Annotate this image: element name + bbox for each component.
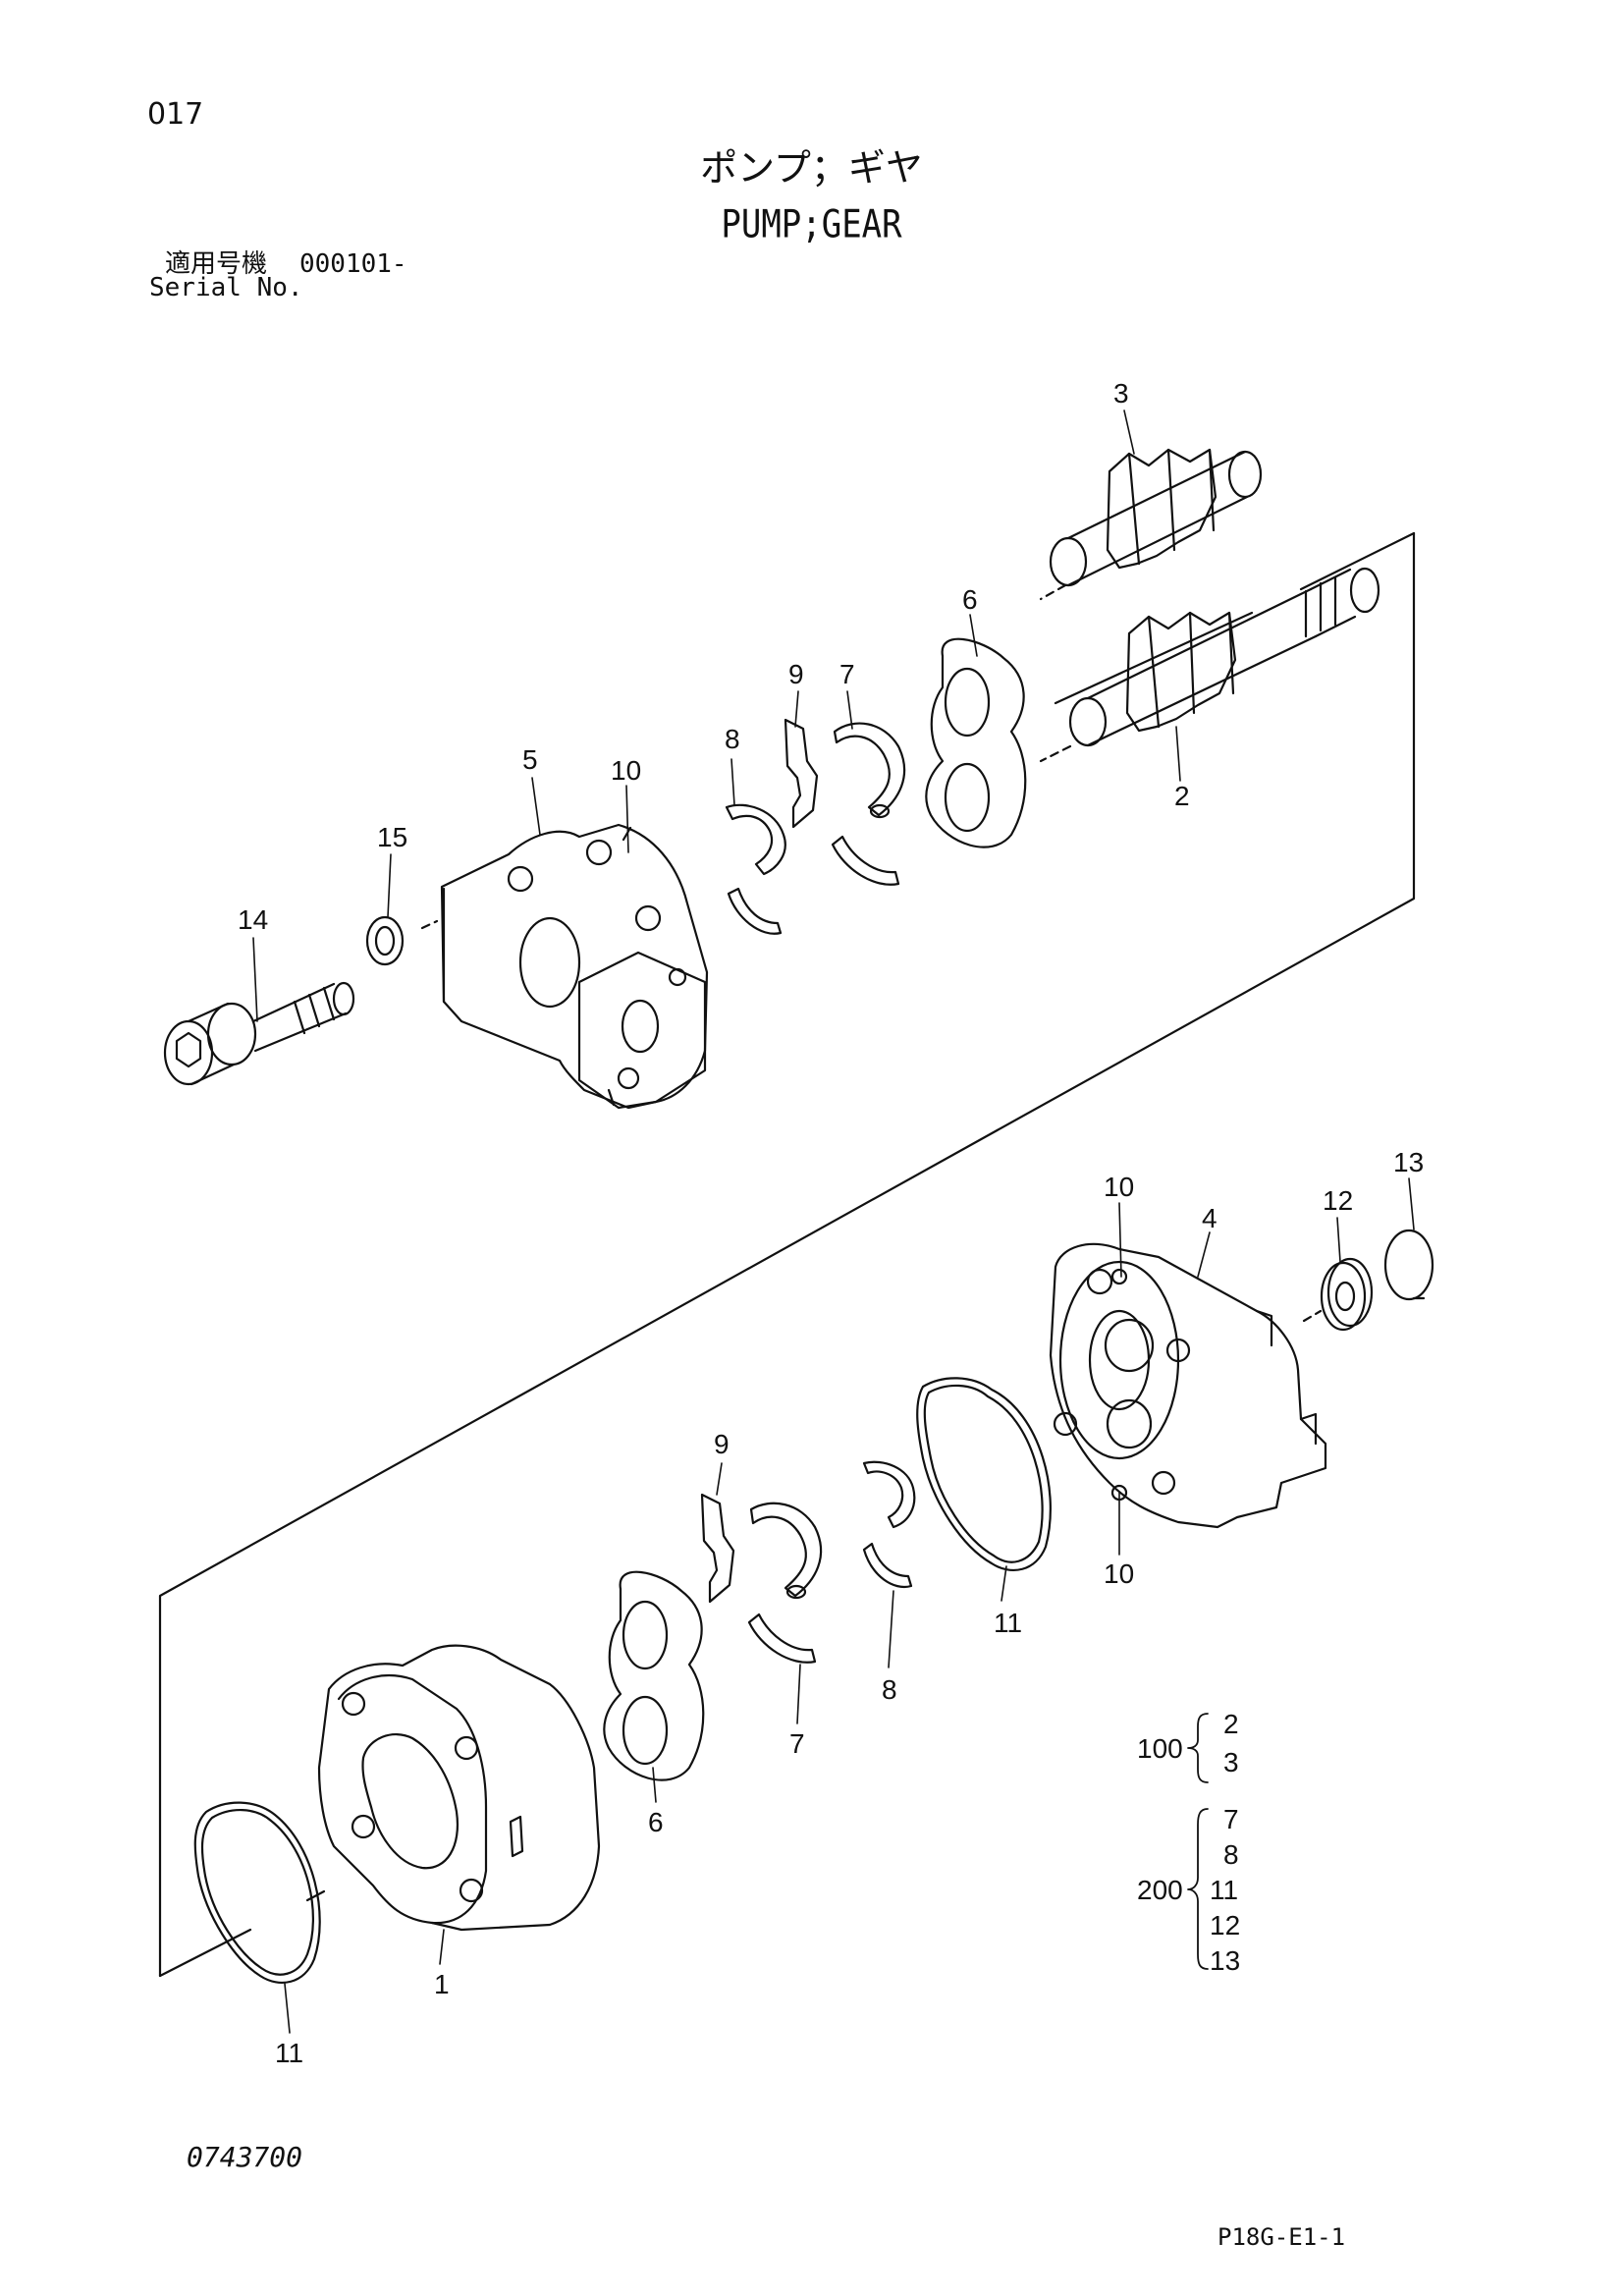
front-cover-part-5 [440, 823, 709, 1110]
callout-label: 2 [1174, 781, 1190, 811]
callout-label: 5 [522, 744, 538, 775]
backup-ring-part-8 [725, 803, 786, 935]
assembly-frame-line [1299, 531, 1416, 591]
bushing-plate-part-6 [925, 637, 1027, 848]
page-number: 017 [147, 97, 204, 132]
seal-part-7 [747, 1502, 823, 1664]
callout-label: 9 [788, 659, 804, 689]
serial-label-english: Serial No. [149, 273, 303, 302]
callout-label: 10 [1104, 1172, 1134, 1202]
assembly-frame-line [158, 531, 1416, 1978]
rear-cover-part-4 [1049, 1242, 1327, 1529]
bearing-part-12 [1320, 1257, 1374, 1332]
callout-labels: 3 6 9 7 8 2 5 10 15 14 13 10 12 4 9 11 1… [238, 378, 1424, 2068]
callout-label: 7 [789, 1728, 805, 1759]
callout-label: 9 [714, 1429, 730, 1459]
callout-label: 11 [275, 2038, 303, 2068]
washer-part-15 [365, 915, 405, 966]
seal-part-7 [831, 722, 906, 886]
callout-label: 6 [648, 1807, 664, 1837]
bolt-part-14 [163, 919, 439, 1086]
document-number: 0743700 [187, 2141, 303, 2173]
gear-shaft-part-2 [1039, 567, 1380, 763]
kit-legend: 100 2 3 200 7 8 11 12 13 [1137, 1709, 1240, 1976]
page-title-japanese: ポンプ；ギヤ [700, 146, 923, 190]
kit-item: 12 [1210, 1910, 1240, 1941]
kit-brace [1187, 1808, 1209, 1970]
kit-item: 2 [1223, 1709, 1239, 1739]
kit-number: 100 [1137, 1733, 1183, 1764]
kit-item: 8 [1223, 1839, 1239, 1870]
plate-part-9 [784, 718, 819, 829]
callout-label: 6 [962, 584, 978, 615]
callout-label: 8 [882, 1674, 897, 1705]
callout-label: 11 [994, 1608, 1022, 1638]
serial-label-japanese: 適用号機 [165, 249, 268, 279]
callout-label: 4 [1202, 1203, 1217, 1233]
gear-shaft-part-3 [1039, 448, 1263, 601]
callout-label: 1 [434, 1969, 450, 1999]
pump-body-part-1 [317, 1644, 601, 1932]
leader-lines [252, 410, 1415, 2034]
callout-label: 13 [1393, 1147, 1424, 1177]
o-ring-part-11 [193, 1801, 321, 1985]
o-ring-part-11 [916, 1377, 1052, 1572]
callout-label: 12 [1323, 1185, 1353, 1216]
kit-item: 11 [1210, 1875, 1238, 1905]
callout-label: 14 [238, 904, 268, 935]
callout-label: 8 [725, 724, 740, 754]
backup-ring-part-8 [862, 1460, 916, 1589]
kit-item: 7 [1223, 1804, 1239, 1834]
kit-brace [1187, 1713, 1209, 1783]
callout-label: 10 [611, 755, 641, 786]
callout-label: 7 [839, 659, 855, 689]
serial-number-value: 000101- [299, 249, 407, 279]
sheet-code: P18G-E1-1 [1217, 2223, 1346, 2251]
assembly-frame-line [158, 1928, 252, 1978]
kit-item: 13 [1210, 1945, 1240, 1976]
callout-label: 3 [1113, 378, 1129, 409]
page-title-english: PUMP;GEAR [721, 202, 902, 247]
assembly-frame-line [305, 1889, 326, 1902]
snap-ring-part-13 [1383, 1229, 1434, 1301]
callout-label: 10 [1104, 1558, 1134, 1589]
plate-part-9 [700, 1493, 735, 1604]
kit-item: 3 [1223, 1747, 1239, 1777]
assembly-frame-line [1054, 611, 1254, 705]
kit-number: 200 [1137, 1875, 1183, 1905]
callout-label: 15 [377, 822, 407, 852]
bushing-plate-part-6 [603, 1570, 705, 1781]
